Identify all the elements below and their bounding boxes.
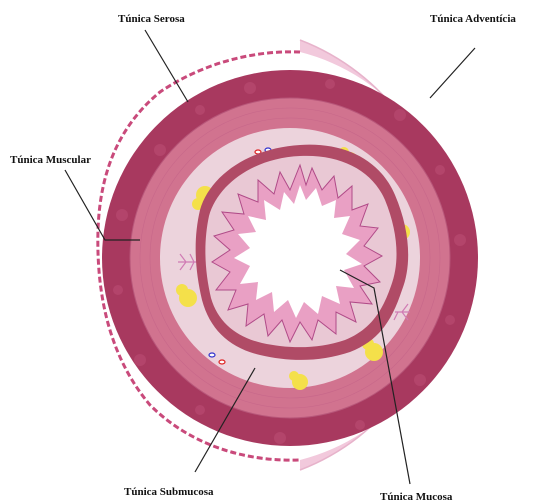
label-mucosa: Túnica Mucosa [380,491,453,503]
label-serosa: Túnica Serosa [118,13,185,25]
label-muscular: Túnica Muscular [10,154,91,166]
label-adventicia: Túnica Adventícia [430,13,516,25]
serosa-leader [145,30,188,102]
label-submucosa: Túnica Submucosa [124,486,214,498]
adventicia-leader [430,48,475,98]
